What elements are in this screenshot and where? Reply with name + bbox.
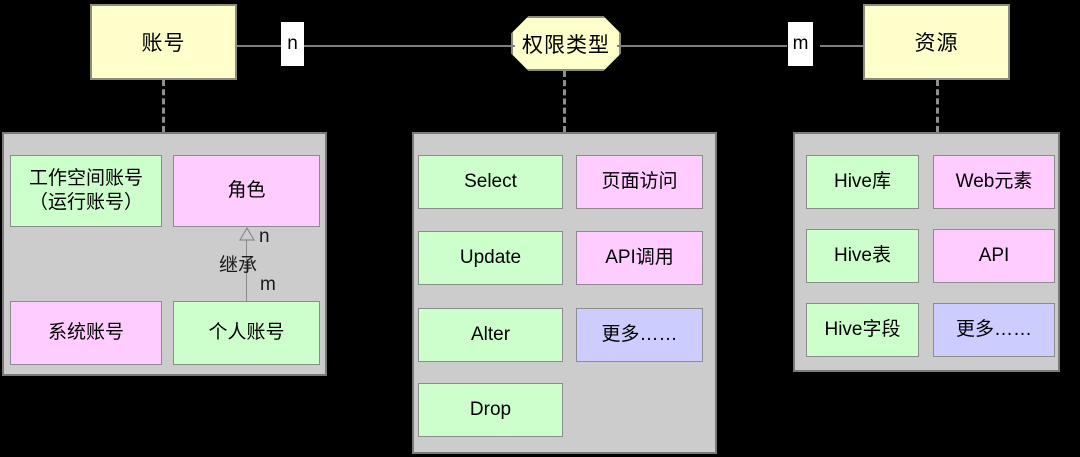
permission-item-drop-label: Drop [469, 399, 512, 421]
inheritance-triangle-icon [239, 227, 255, 241]
permission-item-update[interactable]: Update [418, 231, 563, 285]
resource-item-hive-table-label: Hive表 [833, 245, 891, 267]
inheritance-caption: 继承 [219, 255, 258, 276]
resource-item-web-element[interactable]: Web元素 [933, 155, 1055, 209]
resource-item-hive-db-label: Hive库 [833, 171, 891, 193]
cardinality-m-text: m [792, 33, 809, 54]
permission-item-page-access[interactable]: 页面访问 [576, 155, 703, 209]
account-item-system-label: 系统账号 [47, 322, 124, 344]
resource-item-more-label: 更多…… [955, 319, 1032, 341]
entity-account-label: 账号 [141, 32, 186, 55]
account-item-role[interactable]: 角色 [173, 155, 320, 227]
permission-item-select[interactable]: Select [418, 155, 563, 209]
account-item-personal-label: 个人账号 [208, 322, 285, 344]
account-item-system[interactable]: 系统账号 [10, 301, 162, 365]
permission-item-alter[interactable]: Alter [418, 308, 563, 362]
permission-item-drop[interactable]: Drop [418, 383, 563, 437]
dashed-connector-resource [936, 80, 939, 132]
permission-item-select-label: Select [464, 171, 517, 193]
resource-item-hive-table[interactable]: Hive表 [806, 229, 919, 283]
resource-item-more[interactable]: 更多…… [933, 303, 1055, 357]
cardinality-n-text: n [287, 33, 298, 54]
entity-resource-label: 资源 [914, 32, 959, 55]
permission-item-api-call[interactable]: API调用 [576, 231, 703, 285]
inheritance-line [246, 238, 247, 302]
inheritance-cardinality-m: m [260, 274, 276, 295]
entity-permission-type[interactable]: 权限类型 [511, 16, 621, 71]
entity-resource[interactable]: 资源 [863, 4, 1010, 80]
permission-item-update-label: Update [459, 247, 522, 269]
permission-item-alter-label: Alter [470, 324, 511, 346]
permission-item-api-call-label: API调用 [605, 247, 674, 269]
account-item-workspace-label: 工作空间账号 （运行账号） [28, 168, 143, 213]
resource-item-api-label: API [978, 245, 1010, 267]
account-item-role-label: 角色 [227, 180, 266, 202]
inheritance-cardinality-n: n [259, 226, 270, 247]
cardinality-label-n: n [281, 22, 304, 66]
connector-relation-to-m [617, 45, 787, 47]
resource-item-hive-field-label: Hive字段 [824, 319, 901, 341]
resource-item-web-element-label: Web元素 [955, 171, 1033, 193]
account-item-workspace[interactable]: 工作空间账号 （运行账号） [10, 155, 162, 227]
permission-item-more-label: 更多…… [601, 324, 678, 346]
cardinality-label-m: m [788, 22, 813, 66]
entity-account[interactable]: 账号 [90, 4, 237, 80]
permission-item-page-access-label: 页面访问 [601, 171, 678, 193]
resource-item-hive-field[interactable]: Hive字段 [806, 303, 919, 357]
resource-item-api[interactable]: API [933, 229, 1055, 283]
account-item-personal[interactable]: 个人账号 [173, 301, 320, 365]
connector-m-to-resource [820, 45, 864, 47]
entity-permission-type-label: 权限类型 [522, 33, 610, 57]
permission-item-more[interactable]: 更多…… [576, 308, 703, 362]
connector-n-to-relation [303, 45, 515, 47]
resource-item-hive-db[interactable]: Hive库 [806, 155, 919, 209]
dashed-connector-account [162, 80, 165, 132]
connector-account-to-relation-left [237, 45, 283, 47]
dashed-connector-permission [563, 71, 566, 132]
